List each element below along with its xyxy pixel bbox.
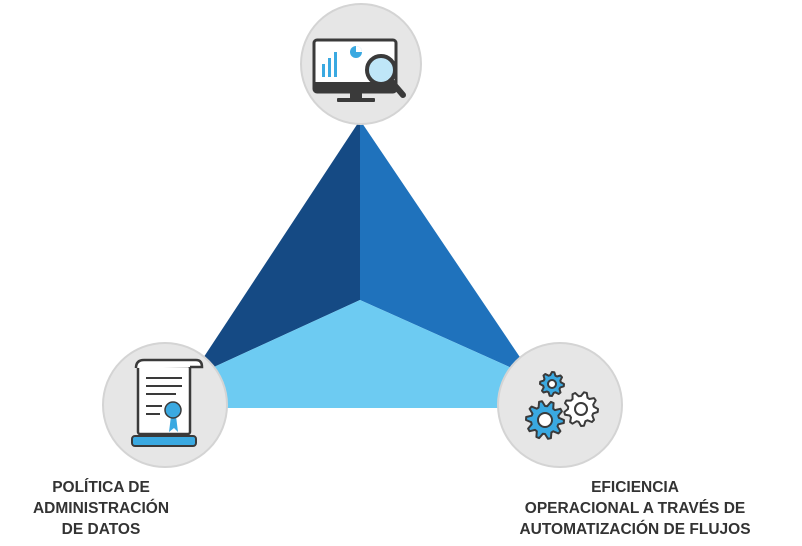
gear-small-hole bbox=[547, 379, 557, 389]
pyramid-face-bottom bbox=[190, 300, 534, 408]
gear-large-hole bbox=[537, 412, 553, 428]
label-line: EFICIENCIA bbox=[591, 479, 679, 496]
label-data-policy: POLÍTICA DE ADMINISTRACIÓN DE DATOS bbox=[0, 477, 202, 540]
node-top bbox=[300, 3, 422, 125]
label-line: POLÍTICA DE bbox=[52, 479, 150, 496]
label-line: AUTOMATIZACIÓN DE FLUJOS bbox=[519, 521, 751, 538]
label-line: DE DATOS bbox=[61, 521, 141, 538]
label-line: ADMINISTRACIÓN bbox=[32, 500, 170, 517]
gears-icon bbox=[525, 371, 599, 440]
pyramid-face-left bbox=[190, 120, 360, 378]
monitor-analytics-icon bbox=[312, 38, 406, 102]
label-operational-efficiency: EFICIENCIA OPERACIONAL A TRAVÉS DE AUTOM… bbox=[468, 477, 802, 540]
gear-white-hole bbox=[574, 402, 588, 416]
certificate-document-icon bbox=[131, 358, 204, 447]
pyramid-face-right bbox=[360, 120, 534, 378]
node-right bbox=[497, 342, 623, 468]
node-right-circle bbox=[497, 342, 623, 468]
node-left bbox=[102, 342, 228, 468]
label-line: OPERACIONAL A TRAVÉS DE bbox=[524, 500, 746, 517]
